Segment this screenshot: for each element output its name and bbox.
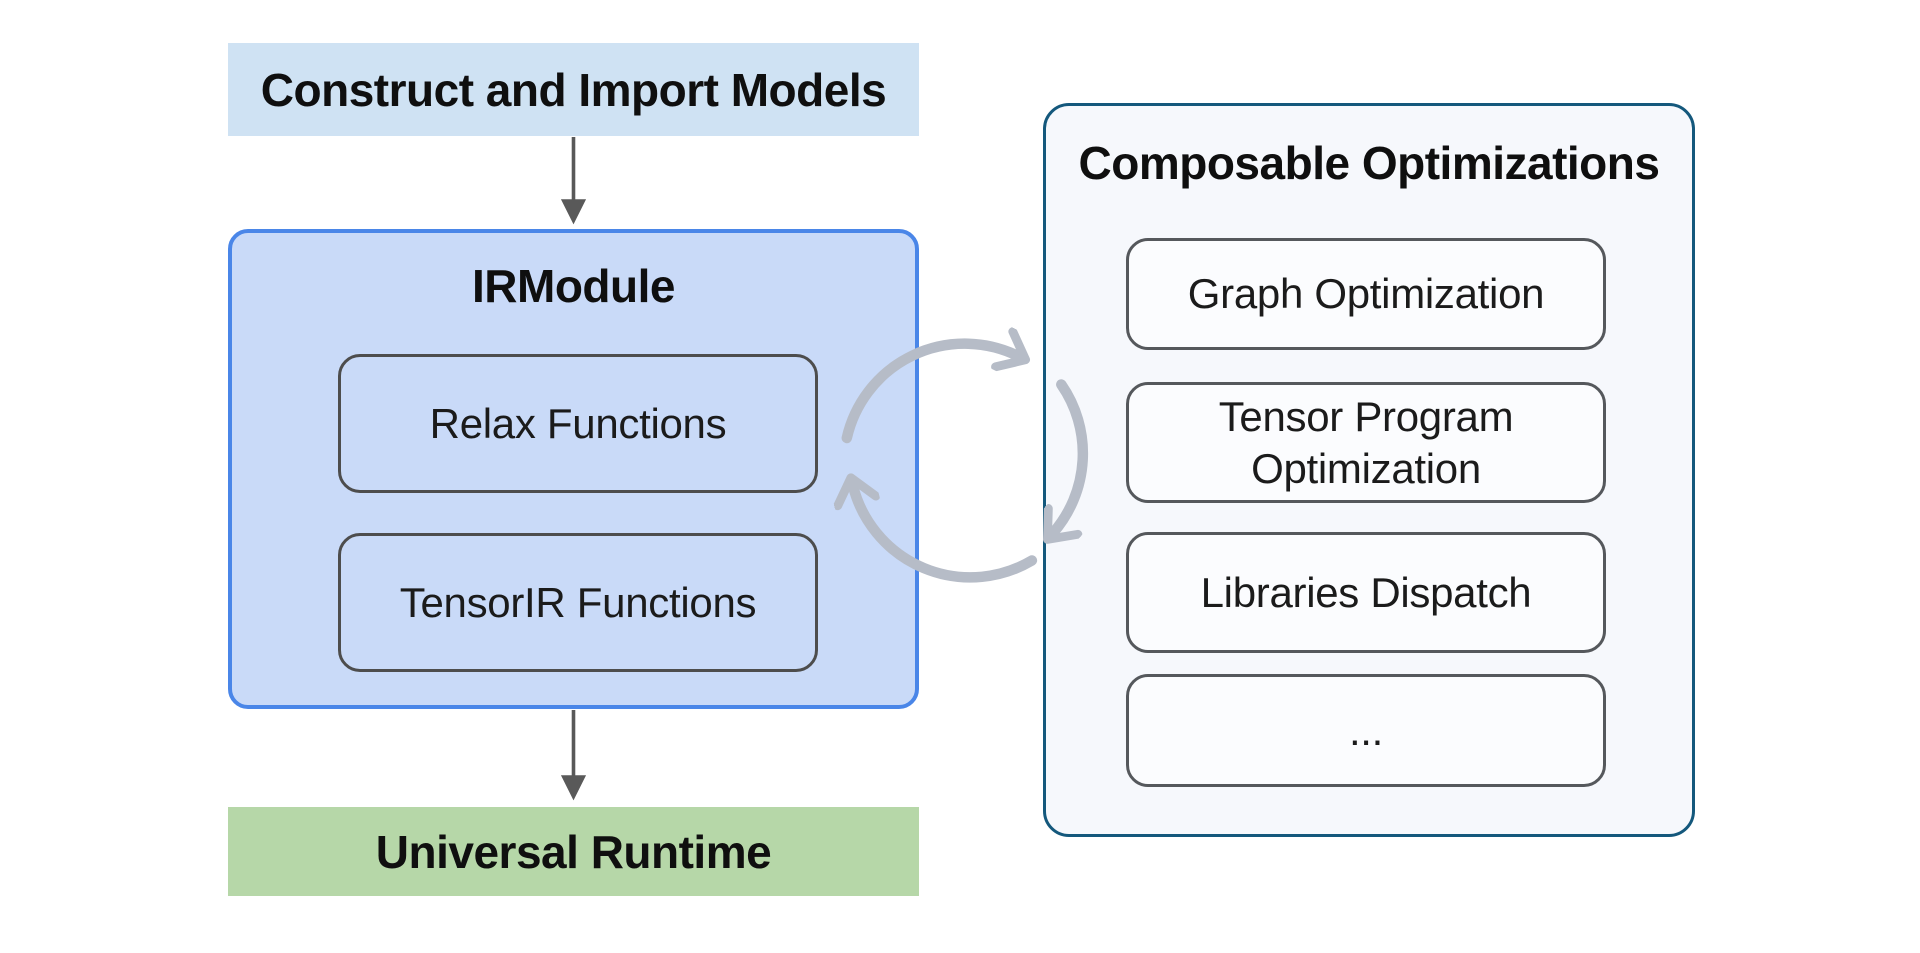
irmodule-title: IRModule	[472, 260, 675, 312]
libraries-dispatch-label: Libraries Dispatch	[1200, 568, 1532, 616]
construct-import-models-label: Construct and Import Models	[260, 63, 887, 116]
tensorir-functions-label: TensorIR Functions	[399, 578, 757, 626]
tensor-program-optimization-label: Tensor Program Optimization	[1218, 393, 1514, 492]
universal-runtime-label: Universal Runtime	[375, 825, 772, 878]
relax-functions-label: Relax Functions	[429, 399, 727, 447]
graph-optimization-label: Graph Optimization	[1187, 270, 1545, 318]
universal-runtime-box: Universal Runtime	[228, 807, 919, 896]
ellipsis-label: ...	[1348, 706, 1384, 754]
tensor-program-optimization-box: Tensor Program Optimization	[1126, 382, 1606, 503]
irmodule-container	[228, 229, 919, 709]
construct-import-models-box: Construct and Import Models	[228, 43, 919, 136]
relax-functions-box: Relax Functions	[338, 354, 818, 493]
graph-optimization-box: Graph Optimization	[1126, 238, 1606, 350]
ellipsis-box: ...	[1126, 674, 1606, 787]
composable-optimizations-title: Composable Optimizations	[1078, 137, 1660, 189]
tensorir-functions-box: TensorIR Functions	[338, 533, 818, 672]
libraries-dispatch-box: Libraries Dispatch	[1126, 532, 1606, 653]
